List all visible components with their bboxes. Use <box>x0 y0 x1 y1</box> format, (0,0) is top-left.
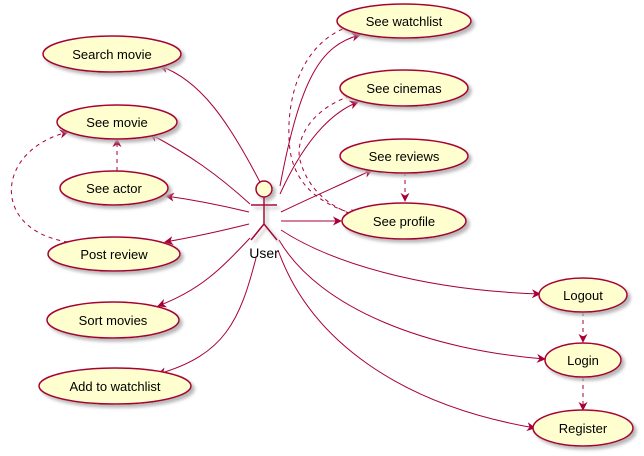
use-case-login: Login <box>544 342 622 378</box>
edge-user-logout <box>280 229 541 299</box>
edge-user-see-cinemas <box>279 100 359 195</box>
edge-see-cinemas-see-profile <box>298 95 361 219</box>
edge-user-sort-movies <box>157 237 251 308</box>
edge-user-add-watchlist <box>157 257 257 377</box>
use-case-label: See movie <box>86 115 147 130</box>
edges <box>10 25 588 432</box>
edge-post-review-see-movie <box>10 129 69 243</box>
use-case-logout: Logout <box>538 277 628 313</box>
use-case-label: Add to watchlist <box>69 379 160 394</box>
actor-label: User <box>249 245 279 261</box>
use-case-see-actor: See actor <box>59 170 169 206</box>
edge-user-see-reviews <box>280 169 373 213</box>
use-case-search-movie: Search movie <box>42 35 182 73</box>
use-case-see-watchlist: See watchlist <box>336 3 472 39</box>
use-case-see-reviews: See reviews <box>339 138 469 174</box>
edge-user-see-actor <box>165 192 250 213</box>
use-case-label: Register <box>559 421 608 436</box>
actor-user: User <box>249 180 279 261</box>
edge-user-post-review <box>164 223 250 246</box>
edge-see-watchlist-see-profile <box>288 25 359 218</box>
use-case-label: Search movie <box>72 47 151 62</box>
use-case-see-cinemas: See cinemas <box>339 69 469 107</box>
use-case-see-profile: See profile <box>341 202 467 240</box>
use-case-label: See watchlist <box>366 14 443 29</box>
edge-user-see-movie <box>149 133 251 205</box>
edge-user-see-watchlist <box>279 32 361 187</box>
edge-user-login <box>278 239 546 363</box>
use-case-label: Post review <box>80 247 148 262</box>
use-case-label: See profile <box>373 214 435 229</box>
use-case-label: See cinemas <box>366 81 442 96</box>
use-case-register: Register <box>532 409 634 447</box>
use-case-sort-movies: Sort movies <box>46 301 180 339</box>
use-case-see-movie: See movie <box>56 104 178 140</box>
use-case-add-to-watchlist: Add to watchlist <box>38 367 192 405</box>
use-case-label: See actor <box>86 181 142 196</box>
use-case-label: Logout <box>563 288 603 303</box>
use-case-post-review: Post review <box>47 236 181 272</box>
edge-user-register <box>277 249 536 432</box>
use-case-label: See reviews <box>369 149 440 164</box>
use-case-label: Login <box>567 353 599 368</box>
actor-stick-figure-icon <box>250 180 278 241</box>
use-case-label: Sort movies <box>79 313 148 328</box>
edge-user-search-movie <box>159 64 263 187</box>
